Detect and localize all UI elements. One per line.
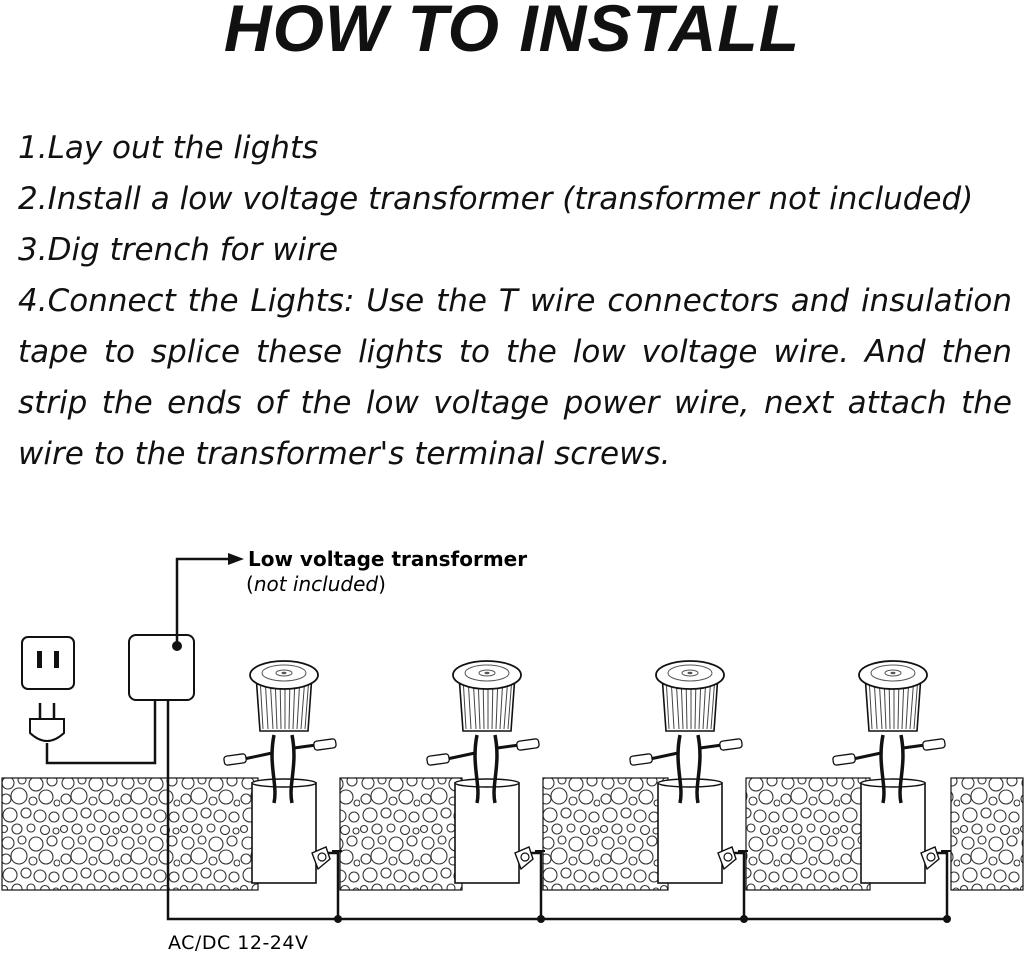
transformer-label: Low voltage transformer	[248, 547, 527, 571]
wall-outlet-icon	[21, 636, 75, 690]
note-text: not included	[254, 572, 379, 596]
transformer-box	[128, 553, 244, 701]
step-3: 3.Dig trench for wire	[18, 232, 339, 268]
step-1: 1.Lay out the lights	[18, 130, 319, 166]
voltage-label: AC/DC 12-24V	[168, 932, 308, 954]
step-2: 2.Install a low voltage transformer (tra…	[18, 181, 974, 217]
ground-strips	[1, 777, 1024, 891]
wiring-diagram: Low voltage transformer (not included) A…	[1, 547, 1024, 954]
install-steps: 1.Lay out the lights 2.Install a low vol…	[18, 123, 1012, 480]
note-open-paren: (	[246, 572, 254, 596]
page-title: HOW TO INSTALL	[223, 0, 801, 65]
power-plug-icon	[29, 700, 157, 765]
wire-junctions	[334, 915, 951, 923]
step-4: 4.Connect the Lights: Use the T wire con…	[18, 283, 1012, 472]
note-close-paren: )	[378, 572, 386, 596]
transformer-note: (not included)	[246, 572, 386, 596]
